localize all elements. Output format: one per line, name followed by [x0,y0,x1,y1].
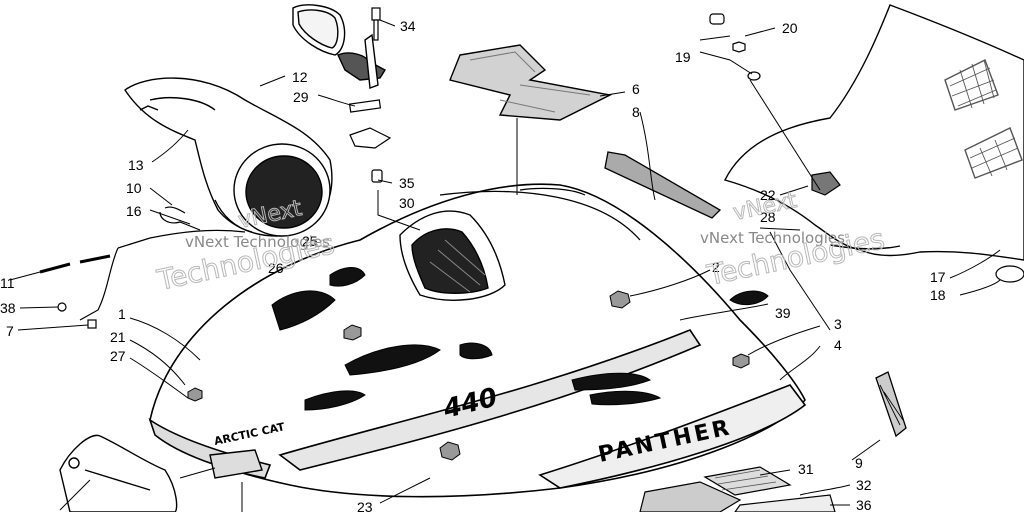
emblem-39 [729,290,769,306]
callout-6: 6 [632,81,640,97]
callout-34: 34 [400,18,416,34]
hood-assembly [148,183,807,498]
mirror-assembly [292,4,386,89]
callout-38: 38 [0,300,16,316]
callout-16: 16 [126,203,142,219]
callout-19: 19 [675,49,691,65]
callout-35: 35 [399,175,415,191]
callout-28: 28 [760,209,776,225]
callout-13: 13 [128,157,144,173]
callout-7: 7 [6,323,14,339]
callout-31: 31 [798,461,814,477]
callout-32: 32 [856,477,872,493]
callout-11: 11 [0,275,15,291]
windshield-fasteners [709,13,1024,283]
intake-duct [124,77,333,237]
callout-26: 26 [268,260,284,276]
lower-bracket [59,434,263,512]
callout-39: 39 [775,305,791,321]
callout-10: 10 [126,180,142,196]
leader-lines [9,19,1001,512]
mat-part [449,44,613,121]
callout-labels: 34 12 29 13 10 16 35 30 25 26 11 38 7 1 … [0,18,946,512]
callout-4: 4 [834,337,842,353]
callout-27: 27 [110,348,126,364]
callout-36: 36 [856,497,872,512]
callout-17: 17 [930,269,946,285]
callout-8: 8 [632,104,640,120]
air-intake [399,210,506,301]
trim-strip [604,151,722,219]
watermark-2-small: vNext Technologies [700,229,845,247]
callout-3: 3 [834,316,842,332]
callout-20: 20 [782,20,798,36]
watermark-1-small: vNext Technologies [185,233,330,251]
callout-25: 25 [302,233,318,249]
callout-30: 30 [399,195,415,211]
callout-12: 12 [292,69,308,85]
callout-22: 22 [760,187,776,203]
cable-parts [39,206,246,329]
grommets [187,290,750,461]
hood-vents [271,267,662,411]
callout-29: 29 [293,89,309,105]
handle-part [875,371,907,438]
callout-9: 9 [855,455,863,471]
callout-1: 1 [118,306,126,322]
mirror-hardware [348,7,392,183]
callout-18: 18 [930,287,946,303]
callout-23: 23 [357,499,373,512]
callout-2: 2 [712,259,720,275]
callout-21: 21 [110,329,126,345]
